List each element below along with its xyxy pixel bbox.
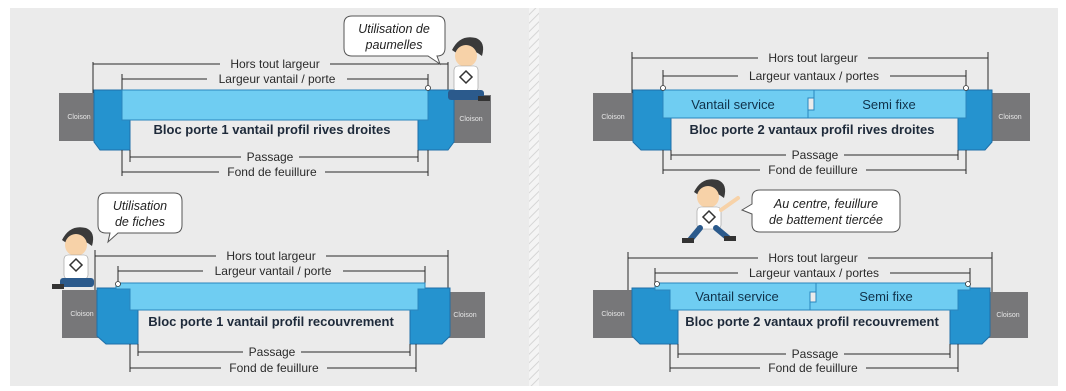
p2-mascot-figure [682, 179, 740, 243]
p1-passage-label: Passage [247, 150, 294, 164]
panel-divider [529, 8, 539, 386]
p2-bubble-line1: Au centre, feuillure [773, 197, 878, 211]
p2-leaf-service-label: Vantail service [691, 97, 775, 112]
p2-cloison-right-label: Cloison [998, 114, 1021, 121]
p1-door-leaf [121, 89, 429, 121]
p1-fond-label: Fond de feuillure [227, 165, 317, 179]
p2-bubble-line2: de battement tiercée [769, 213, 883, 227]
panel-2-door-double-straight: Hors tout largeur Largeur vantaux / port… [593, 51, 1030, 243]
p2-hinge-left-icon [660, 85, 666, 91]
p1-title: Bloc porte 1 vantail profil rives droite… [154, 122, 391, 137]
p2-cloison-left-label: Cloison [601, 114, 624, 121]
p3-cloison-right-label: Cloison [453, 312, 476, 319]
p3-largeur-label: Largeur vantail / porte [215, 264, 332, 278]
p1-hinge-icon [425, 85, 431, 91]
p4-leaf-semi-fixe-label: Semi fixe [859, 289, 912, 304]
panel-4-door-double-overlap: Hors tout largeur Largeur vantaux / port… [593, 251, 1028, 375]
p2-hinge-right-icon [963, 85, 969, 91]
p3-hors-tout-label: Hors tout largeur [226, 249, 315, 263]
p4-hors-tout-label: Hors tout largeur [768, 251, 857, 265]
panel-3-door-single-overlap: Hors tout largeur Largeur vantail / port… [52, 192, 485, 375]
p3-fond-label: Fond de feuillure [229, 361, 319, 375]
p3-door-leaf [115, 282, 426, 311]
p1-mascot-figure [448, 37, 490, 101]
p1-largeur-label: Largeur vantail / porte [219, 72, 336, 86]
p1-cloison-left-label: Cloison [67, 114, 90, 121]
p2-passage-label: Passage [792, 148, 839, 162]
p3-passage-label: Passage [249, 345, 296, 359]
p4-fond-label: Fond de feuillure [768, 361, 858, 375]
p2-cloison-left [593, 93, 633, 141]
p2-speech-bubble [740, 189, 901, 233]
p4-fiche-left-icon [654, 281, 660, 287]
p4-cloison-right-label: Cloison [996, 312, 1019, 319]
p1-cloison-left [59, 93, 99, 141]
p1-cloison-right [451, 95, 491, 143]
p3-cloison-right [445, 292, 485, 338]
p1-bubble-line2: paumelles [365, 38, 423, 52]
p4-title: Bloc porte 2 vantaux profil recouvrement [685, 314, 939, 329]
p4-cloison-left-label: Cloison [601, 311, 624, 318]
p3-mascot-figure [52, 227, 94, 289]
p2-cloison-right [990, 93, 1030, 141]
p1-speech-bubble [343, 15, 446, 66]
p2-hors-tout-label: Hors tout largeur [768, 51, 857, 65]
p4-leaf-service-label: Vantail service [695, 289, 779, 304]
p1-bubble-line1: Utilisation de [358, 22, 430, 36]
p3-bubble-line1: Utilisation [113, 199, 167, 213]
panel-1-door-single-straight: Hors tout largeur Largeur vantail / port… [59, 15, 491, 179]
p2-fond-label: Fond de feuillure [768, 163, 858, 177]
p2-title: Bloc porte 2 vantaux profil rives droite… [690, 122, 935, 137]
p3-cloison-left-label: Cloison [70, 311, 93, 318]
p4-largeur-label: Largeur vantaux / portes [749, 266, 879, 280]
p2-leaf-semi-fixe-label: Semi fixe [862, 97, 915, 112]
p3-speech-bubble [97, 192, 183, 244]
p4-cloison-right [988, 292, 1028, 338]
p3-cloison-left [62, 290, 102, 338]
p4-fiche-right-icon [965, 281, 971, 287]
p4-passage-label: Passage [792, 347, 839, 361]
p2-largeur-label: Largeur vantaux / portes [749, 69, 879, 83]
p1-hors-tout-label: Hors tout largeur [230, 57, 319, 71]
p3-bubble-line2: de fiches [115, 215, 165, 229]
p1-cloison-right-label: Cloison [459, 116, 482, 123]
p3-title: Bloc porte 1 vantail profil recouvrement [148, 314, 394, 329]
p3-fiche-icon [115, 281, 121, 287]
p4-cloison-left [593, 290, 633, 338]
